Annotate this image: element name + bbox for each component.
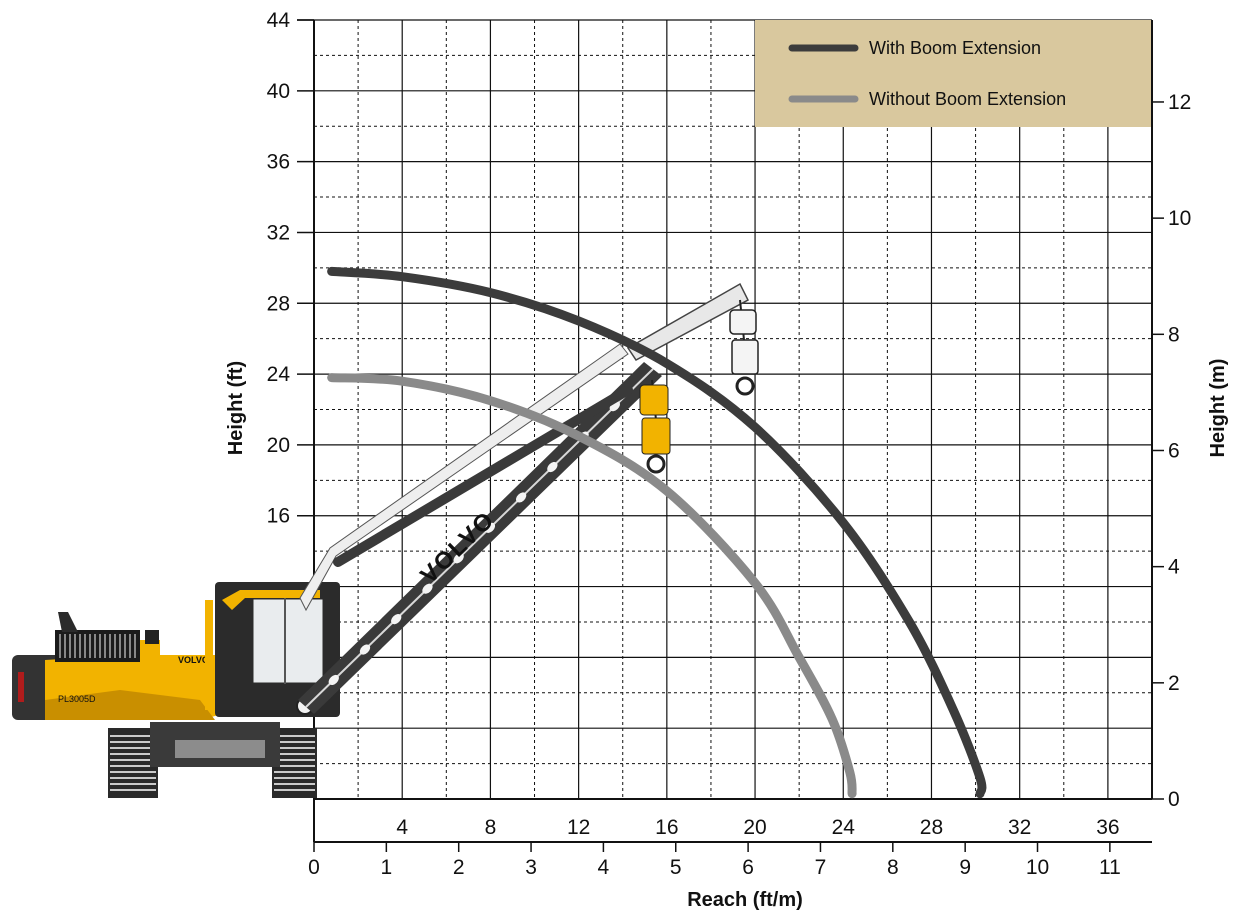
exhaust-stack (58, 612, 78, 632)
y-tick-label-right: 6 (1168, 439, 1180, 462)
y-tick-label-right: 12 (1168, 91, 1191, 114)
boom-hole (391, 614, 402, 625)
boom-hole (453, 553, 464, 564)
y-tick-label-right: 0 (1168, 788, 1180, 811)
y-tick-label-right: 8 (1168, 323, 1180, 346)
series (327, 266, 987, 799)
series-line-with-boom (327, 266, 987, 799)
x-tick-label-ft: 16 (655, 816, 678, 839)
y-tick-label-left: 16 (267, 505, 290, 528)
y-tick-label-left: 32 (267, 221, 290, 244)
y-tick-label-left: 40 (267, 80, 290, 103)
cab-window (250, 596, 326, 686)
engine-hood (55, 630, 140, 662)
legend: With Boom Extension Without Boom Extensi… (755, 20, 1151, 127)
hook-block-white (729, 299, 759, 396)
hook-block-yellow (639, 379, 671, 474)
x-tick-label-m: 6 (742, 856, 754, 879)
mirror-post (145, 630, 159, 644)
side-brand-label: VOLVO (178, 655, 209, 665)
hydraulic-rail (205, 600, 213, 710)
y-tick-label-right: 10 (1168, 207, 1191, 230)
x-tick-label-m: 10 (1026, 856, 1049, 879)
undercarriage-plate (175, 740, 265, 758)
y-tick-label-left: 28 (267, 292, 290, 315)
boom-hole (328, 674, 339, 686)
x-tick-label-m: 4 (598, 856, 610, 879)
boom-hole (359, 644, 371, 655)
boom-hole (516, 492, 527, 503)
rear-trim (18, 672, 24, 702)
model-label: PL3005D (58, 694, 96, 704)
luffing-cable (333, 385, 633, 567)
x-axis-title: Reach (ft/m) (687, 889, 803, 911)
legend-box (755, 20, 1151, 127)
x-tick-label-m: 8 (887, 856, 899, 879)
x-tick-label-m: 0 (308, 856, 320, 879)
x-tick-label-m: 2 (453, 856, 465, 879)
excavator-illustration: PL3005D VOLVO VOLVO (12, 282, 759, 798)
x-tick-label-m: 3 (525, 856, 537, 879)
y-tick-label-left: 44 (267, 9, 291, 32)
y-axis-left-title: Height (ft) (225, 361, 247, 455)
y-tick-label-left: 20 (267, 434, 290, 457)
x-tick-label-m: 7 (815, 856, 827, 879)
y-tick-label-right: 4 (1168, 556, 1180, 579)
grid (314, 20, 1152, 799)
x-tick-label-ft: 32 (1008, 816, 1031, 839)
x-tick-label-ft: 20 (743, 816, 766, 839)
boom-hole (547, 461, 558, 473)
track-treads (110, 735, 315, 791)
x-tick-label-m: 9 (959, 856, 971, 879)
x-tick-label-m: 11 (1099, 856, 1121, 879)
x-tick-label-ft: 4 (396, 816, 408, 839)
x-tick-label-m: 5 (670, 856, 682, 879)
boom-hole (422, 583, 433, 594)
x-tick-label-ft: 8 (485, 816, 497, 839)
series-line-without-boom (327, 373, 857, 799)
x-tick-label-ft: 24 (832, 816, 856, 839)
legend-label-without-boom: Without Boom Extension (869, 89, 1066, 109)
cab-trim (222, 590, 320, 610)
y-tick-label-right: 2 (1168, 672, 1180, 695)
legend-label-with-boom: With Boom Extension (869, 38, 1041, 58)
luffing-arm (299, 343, 629, 612)
y-axis-right-title: Height (m) (1207, 359, 1229, 458)
y-tick-label-left: 24 (267, 363, 291, 386)
plot-frame (297, 19, 1164, 852)
track-left (108, 728, 158, 798)
x-tick-label-ft: 36 (1096, 816, 1119, 839)
boom-hole (484, 522, 496, 533)
x-tick-label-ft: 28 (920, 816, 943, 839)
boom-extension (626, 282, 749, 361)
body-shadow (45, 690, 215, 720)
x-tick-label-m: 1 (381, 856, 393, 879)
x-tick-label-ft: 12 (567, 816, 590, 839)
engine-vents (59, 634, 136, 658)
boom-brand-label: VOLVO (415, 506, 500, 589)
y-tick-label-left: 36 (267, 151, 290, 174)
